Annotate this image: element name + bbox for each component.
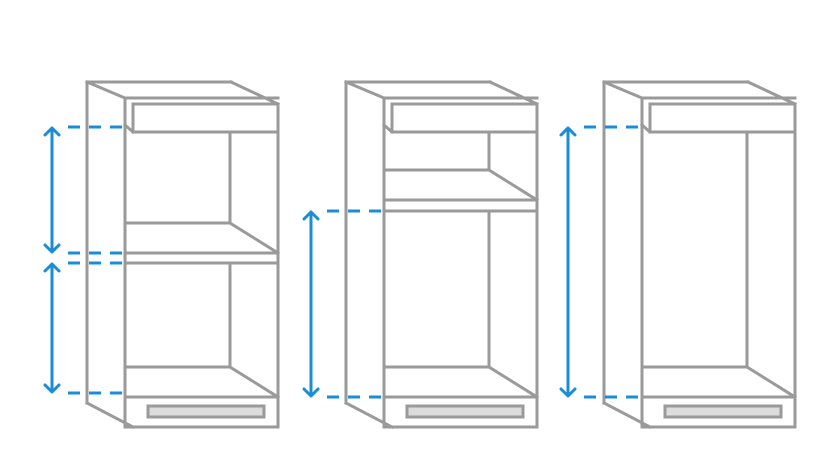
shelf-side-edge bbox=[486, 167, 540, 203]
bottom-shelf-side bbox=[486, 364, 540, 400]
arrow-head-down bbox=[43, 243, 61, 254]
top-left-edge bbox=[85, 80, 127, 100]
arrow-head-down bbox=[302, 387, 320, 398]
top-right-edge bbox=[488, 80, 539, 106]
plinth-handle bbox=[146, 404, 266, 419]
bottom-shelf-side bbox=[744, 364, 798, 400]
plinth-handle bbox=[405, 404, 525, 419]
top-right-edge bbox=[229, 80, 280, 106]
arrow-head-up bbox=[43, 262, 61, 273]
bottom-shelf-side bbox=[227, 364, 281, 400]
plinth-handle bbox=[663, 404, 783, 419]
arrow-head-down bbox=[43, 383, 61, 394]
arrow-head-up bbox=[43, 126, 61, 137]
cabinet-shelf-and-hanging bbox=[302, 80, 540, 430]
shelf-side-edge bbox=[227, 220, 281, 256]
arrow-head-down bbox=[559, 387, 577, 398]
arrow-head-up bbox=[559, 126, 577, 137]
top-left-edge bbox=[602, 80, 644, 100]
dimension-arrow bbox=[43, 126, 61, 254]
top-left-edge bbox=[344, 80, 386, 100]
top-right-edge bbox=[746, 80, 797, 106]
cabinet-two-compartments bbox=[43, 80, 281, 430]
dimension-arrow bbox=[302, 210, 320, 398]
cabinet-full-hanging bbox=[559, 80, 798, 430]
dimension-arrow bbox=[43, 262, 61, 394]
dimension-arrow bbox=[559, 126, 577, 398]
arrow-head-up bbox=[302, 210, 320, 221]
